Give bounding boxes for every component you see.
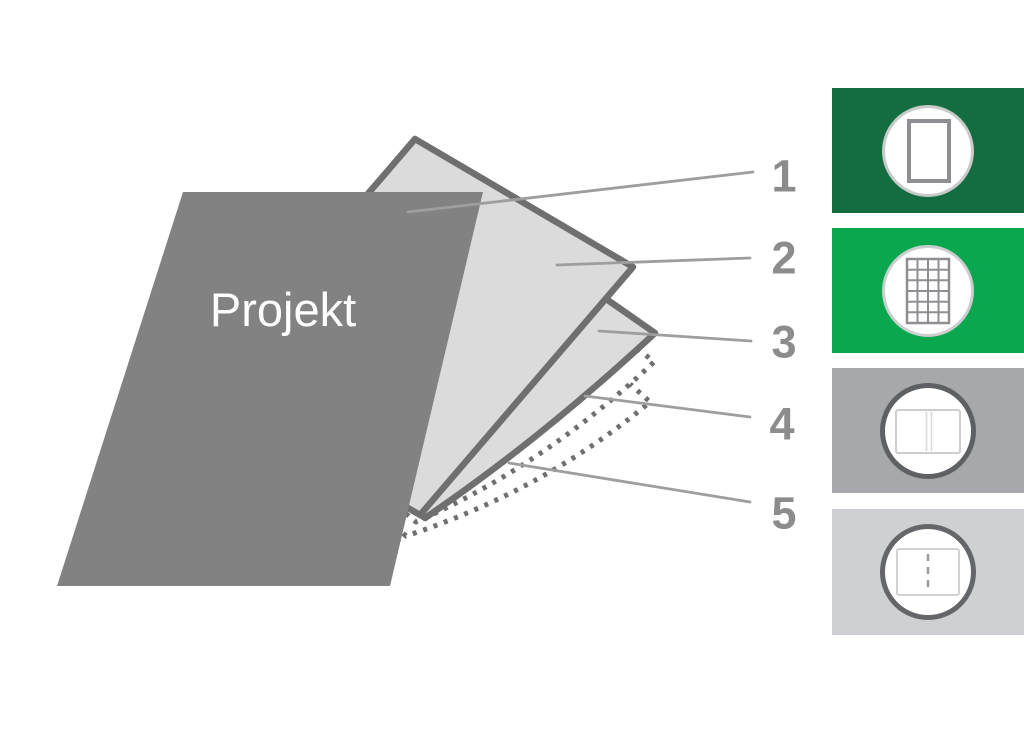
open-book-icon bbox=[895, 408, 961, 454]
legend bbox=[832, 0, 1024, 738]
callout-number-5: 5 bbox=[771, 488, 796, 539]
legend-item-grid-page[interactable] bbox=[832, 228, 1024, 353]
grid-page-icon bbox=[905, 257, 951, 324]
leader-lines bbox=[406, 170, 755, 504]
callout-number-1: 1 bbox=[771, 151, 796, 202]
legend-circle-2 bbox=[882, 244, 974, 337]
leader-line-2 bbox=[555, 256, 752, 267]
legend-circle-4 bbox=[880, 524, 976, 620]
portrait-page-icon bbox=[907, 118, 951, 183]
legend-circle-1 bbox=[882, 104, 974, 197]
leader-line-3 bbox=[597, 329, 753, 343]
cover-title: Projekt bbox=[210, 283, 356, 336]
stitched-book-icon bbox=[896, 548, 960, 596]
leader-line-4 bbox=[583, 394, 752, 419]
legend-item-portrait-page[interactable] bbox=[832, 88, 1024, 213]
cover-sheet bbox=[57, 192, 483, 586]
callout-number-3: 3 bbox=[771, 317, 796, 368]
leader-line-1 bbox=[406, 170, 755, 214]
legend-item-open-book[interactable] bbox=[832, 368, 1024, 493]
callout-number-4: 4 bbox=[769, 399, 794, 450]
callout-numbers: 1 2 3 4 5 bbox=[769, 151, 796, 539]
legend-circle-3 bbox=[880, 382, 976, 479]
callout-number-2: 2 bbox=[771, 233, 796, 284]
legend-item-stitched-book[interactable] bbox=[832, 509, 1024, 635]
leader-line-5 bbox=[507, 461, 752, 504]
